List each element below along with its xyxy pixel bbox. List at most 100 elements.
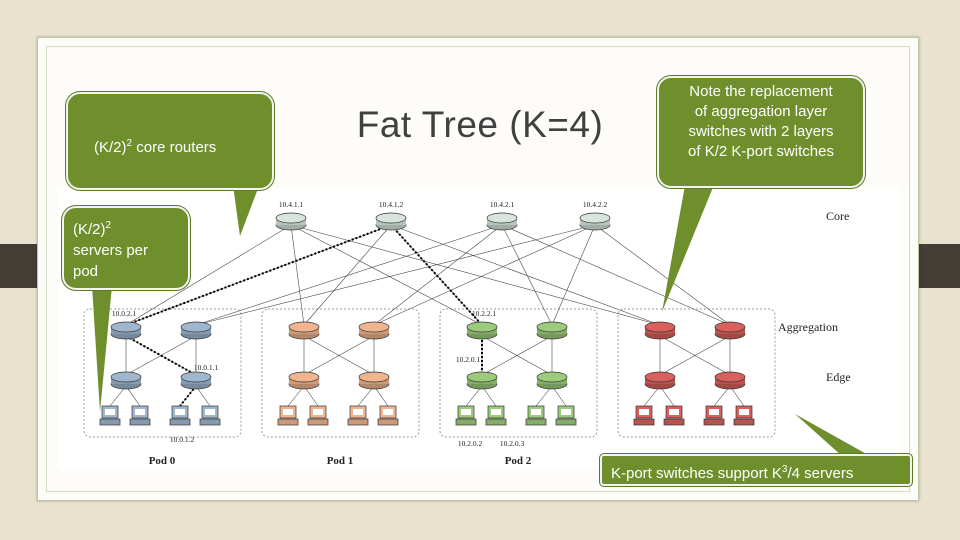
core-address-3: 10.4.2.2: [583, 200, 608, 209]
core-callout-base: (K/2): [94, 139, 127, 156]
server-2-3: [555, 405, 577, 426]
pod-box-0: [83, 308, 242, 438]
server-2-1: [485, 405, 507, 426]
core-switch-0: [275, 212, 307, 231]
server-2-0-tower: [455, 418, 477, 426]
core-switch-1: [375, 212, 407, 231]
core-agg-link: [390, 224, 661, 326]
edge-switch-3-1: [714, 371, 746, 390]
core-agg-link: [125, 224, 292, 326]
agg-switch-2-0: [466, 321, 498, 340]
server-3-3-tower: [733, 418, 755, 426]
server-1-1-tower: [307, 418, 329, 426]
path-core-pod2: [390, 224, 483, 326]
server-3-1: [663, 405, 685, 426]
pod2-agg-address: 10.2.2.1: [472, 309, 497, 318]
pod-label-0: Pod 0: [149, 455, 176, 467]
agg-switch-3-1: [714, 321, 746, 340]
edge-switch-1-1-top: [358, 371, 390, 383]
right-edge-bar: [918, 244, 960, 288]
kport-text-pre: K-port switches support K: [611, 465, 782, 482]
note-line-1: Note the replacement: [689, 83, 833, 100]
server-2-0-screen: [461, 409, 471, 415]
server-0-3-tower: [199, 418, 221, 426]
core-agg-link: [303, 224, 392, 326]
core-agg-link: [501, 224, 731, 326]
edge-server-link: [287, 385, 305, 407]
core-agg-link: [373, 224, 503, 326]
edge-server-link: [481, 385, 497, 407]
edge-server-link: [659, 385, 675, 407]
server-0-3: [199, 405, 221, 426]
server-1-0: [277, 405, 299, 426]
core-agg-link: [551, 224, 596, 326]
edge-switch-2-0: [466, 371, 498, 390]
server-2-2: [525, 405, 547, 426]
edge-switch-3-0: [644, 371, 676, 390]
server-1-0-tower: [277, 418, 299, 426]
pod0-agg-address: 10.0.2.1: [112, 309, 137, 318]
core-agg-link: [373, 224, 596, 326]
server-3-2: [703, 405, 725, 426]
note-line-4: of K/2 K-port switches: [688, 143, 834, 160]
server-1-2-tower: [347, 418, 369, 426]
server-3-0-screen: [639, 409, 649, 415]
pod-callout-tail: [92, 286, 112, 412]
agg-edge-link: [303, 335, 375, 376]
edge-switch-0-0: [110, 371, 142, 390]
core-switch-2-top: [486, 212, 518, 224]
server-1-2-screen: [353, 409, 363, 415]
core-agg-link: [290, 224, 305, 326]
agg-switch-0-0-top: [110, 321, 142, 333]
edge-server-link: [125, 385, 141, 407]
edge-switch-0-1-top: [180, 371, 212, 383]
server-2-3-tower: [555, 418, 577, 426]
edge-server-link: [373, 385, 389, 407]
core-routers-callout: (K/2)2 core routers: [66, 92, 274, 190]
agg-switch-0-1: [180, 321, 212, 340]
server-3-3: [733, 405, 755, 426]
agg-edge-link: [659, 335, 731, 376]
server-0-2-tower: [169, 418, 191, 426]
pod-label-2: Pod 2: [505, 455, 532, 467]
agg-switch-2-1: [536, 321, 568, 340]
edge-switch-0-1: [180, 371, 212, 390]
pod0-edge-address: 10.0.1.1: [194, 363, 219, 372]
server-0-1-screen: [135, 409, 145, 415]
server-0-3-screen: [205, 409, 215, 415]
edge-server-link: [109, 385, 127, 407]
core-address-0: 10.4.1.1: [279, 200, 304, 209]
core-callout-exponent: 2: [126, 138, 133, 149]
server-0-0-tower: [99, 418, 121, 426]
core-callout-tail: [232, 178, 262, 236]
core-switch-3-top: [579, 212, 611, 224]
server-3-0-tower: [633, 418, 655, 426]
left-edge-bar: [0, 244, 37, 288]
server-1-3-tower: [377, 418, 399, 426]
kport-callout-tail: [795, 414, 870, 456]
server-0-2: [169, 405, 191, 426]
server-3-1-tower: [663, 418, 685, 426]
server-0-1: [129, 405, 151, 426]
server-1-1-screen: [313, 409, 323, 415]
core-address-1: 10.4.1.2: [379, 200, 404, 209]
agg-edge-link: [481, 335, 553, 376]
path-pod0-agg-edge: [125, 335, 197, 376]
pod-box-2: [439, 308, 598, 438]
note-callout-tail: [662, 180, 716, 312]
layer-label-edge: Edge: [826, 370, 851, 384]
path-pod0-edge-server: [179, 385, 197, 407]
pod2-edge-address: 10.2.0.1: [456, 355, 481, 364]
edge-server-link: [713, 385, 731, 407]
agg-switch-2-0-top: [466, 321, 498, 333]
core-address-2: 10.4.2.1: [490, 200, 515, 209]
edge-switch-2-1: [536, 371, 568, 390]
agg-switch-1-0-top: [288, 321, 320, 333]
edge-switch-1-0-top: [288, 371, 320, 383]
edge-switch-2-0-top: [466, 371, 498, 383]
server-1-0-screen: [283, 409, 293, 415]
layer-label-aggregation: Aggregation: [778, 320, 838, 334]
core-switch-3: [579, 212, 611, 231]
pod0-server-address: 10.0.1.2: [170, 435, 195, 444]
